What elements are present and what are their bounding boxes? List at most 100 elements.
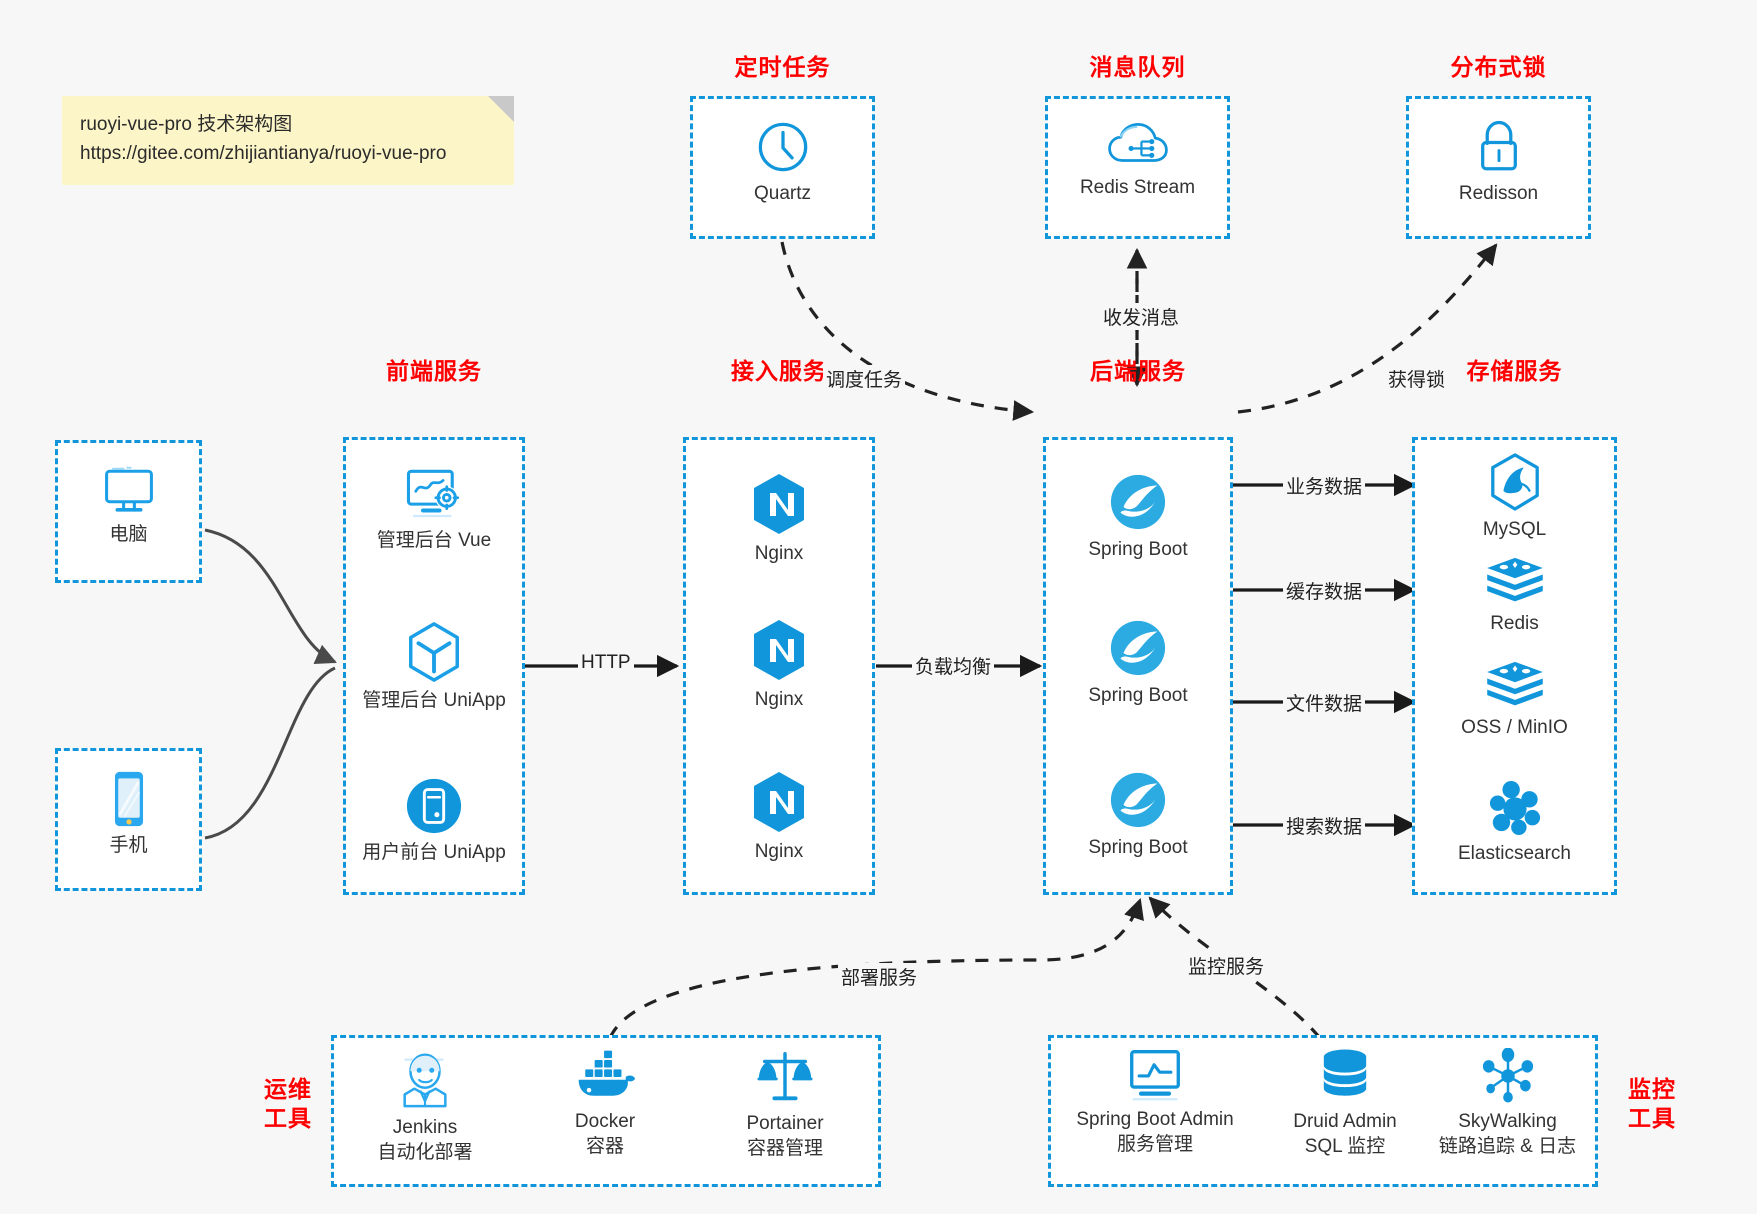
node-label: 管理后台 UniApp: [362, 690, 506, 711]
node-mysql[interactable]: MySQL: [1412, 452, 1617, 543]
node-label: Nginx: [754, 689, 804, 710]
group-box-lock: [1406, 96, 1591, 239]
note-title: ruoyi-vue-pro 技术架构图: [80, 114, 293, 135]
desktop-monitor-icon: [104, 466, 153, 512]
node-spring-boot-admin[interactable]: Spring Boot Admin 服务管理: [1055, 1048, 1255, 1157]
docker-icon: [578, 1050, 636, 1096]
edge-label-cache-data: 缓存数据: [1283, 577, 1366, 604]
node-label: Spring Boot: [1088, 837, 1188, 858]
node-label: 管理后台 Vue: [376, 530, 492, 551]
node-desc: 容器: [585, 1135, 624, 1157]
group-title-monitor: 监控 工具: [1622, 1075, 1682, 1133]
node-desc: SQL 监控: [1304, 1135, 1386, 1157]
nginx-icon: [754, 772, 804, 832]
node-label: Redis: [1490, 613, 1539, 634]
node-label: Spring Boot: [1088, 685, 1188, 706]
cloud-stream-icon: [1107, 122, 1168, 162]
edge-label-business-data: 业务数据: [1283, 472, 1366, 499]
node-docker[interactable]: Docker 容器: [525, 1048, 685, 1159]
node-admin-uniapp[interactable]: 管理后台 UniApp: [343, 621, 525, 714]
node-user-uniapp[interactable]: 用户前台 UniApp: [343, 777, 525, 866]
hexagon-cube-icon: [409, 622, 459, 682]
edge-label-acquire-lock: 获得锁: [1385, 365, 1449, 392]
group-box-scheduler: [690, 96, 875, 239]
node-client-mobile[interactable]: 手机: [55, 770, 202, 859]
node-spring-boot-3[interactable]: Spring Boot: [1043, 770, 1233, 861]
node-label: Nginx: [754, 543, 804, 564]
node-label: Spring Boot: [1088, 539, 1188, 560]
node-redis-stream[interactable]: Redis Stream: [1045, 120, 1230, 201]
redis-icon: [1486, 557, 1543, 602]
devops-title-line2: 工具: [264, 1104, 312, 1131]
node-redisson[interactable]: Redisson: [1406, 118, 1591, 207]
mysql-icon: [1490, 453, 1539, 511]
node-name: Druid Admin: [1293, 1111, 1397, 1132]
node-name: Spring Boot Admin: [1076, 1109, 1234, 1130]
elasticsearch-icon: [1489, 780, 1540, 836]
group-title-lock: 分布式锁: [1450, 54, 1547, 80]
node-desc: 链路追踪 & 日志: [1438, 1135, 1577, 1157]
node-spring-boot-2[interactable]: Spring Boot: [1043, 618, 1233, 709]
wire-backend-to-storage: [1232, 473, 1417, 837]
node-name: SkyWalking: [1458, 1111, 1557, 1132]
node-desc: 容器管理: [746, 1137, 823, 1159]
node-skywalking[interactable]: SkyWalking 链路追踪 & 日志: [1420, 1048, 1595, 1159]
node-nginx-3[interactable]: Nginx: [683, 770, 875, 865]
scales-icon: [757, 1052, 813, 1101]
edge-label-load-balance: 负载均衡: [912, 652, 995, 679]
node-label: 手机: [109, 835, 148, 856]
jenkins-icon: [403, 1053, 447, 1108]
node-label: Elasticsearch: [1458, 843, 1571, 864]
nginx-icon: [754, 474, 804, 534]
padlock-icon: [1480, 120, 1517, 171]
node-redis[interactable]: Redis: [1412, 556, 1617, 637]
edge-label-search-data: 搜索数据: [1283, 812, 1366, 839]
node-jenkins[interactable]: Jenkins 自动化部署: [345, 1048, 505, 1165]
node-admin-vue[interactable]: 管理后台 Vue: [343, 467, 525, 554]
node-nginx-2[interactable]: Nginx: [683, 618, 875, 713]
node-label: Nginx: [754, 841, 804, 862]
monitor-title-line2: 工具: [1628, 1104, 1676, 1131]
node-label: OSS / MinIO: [1461, 717, 1568, 738]
group-title-devops: 运维 工具: [258, 1075, 318, 1133]
dashboard-gear-icon: [406, 469, 460, 518]
node-name: Jenkins: [392, 1117, 458, 1138]
node-druid-admin[interactable]: Druid Admin SQL 监控: [1265, 1048, 1425, 1159]
node-label: Redis Stream: [1079, 177, 1196, 198]
node-spring-boot-1[interactable]: Spring Boot: [1043, 472, 1233, 563]
skywalking-icon: [1482, 1048, 1533, 1103]
node-label: 用户前台 UniApp: [362, 842, 506, 863]
sticky-note: ruoyi-vue-pro 技术架构图 https://gitee.com/zh…: [62, 96, 514, 185]
object-storage-icon: [1486, 661, 1543, 706]
node-label: Redisson: [1458, 183, 1539, 204]
group-title-mq: 消息队列: [1089, 54, 1186, 80]
node-portainer[interactable]: Portainer 容器管理: [705, 1048, 865, 1161]
group-box-mq: [1045, 96, 1230, 239]
edge-label-http: HTTP: [578, 652, 634, 674]
wire-quartz-to-backend: [780, 241, 1035, 421]
node-quartz[interactable]: Quartz: [690, 118, 875, 207]
spring-boot-icon: [1110, 474, 1166, 530]
wire-clients-to-frontend: [204, 528, 337, 840]
node-name: Docker: [574, 1111, 636, 1132]
database-stack-icon: [1323, 1049, 1367, 1096]
edge-label-deploy-service: 部署服务: [838, 963, 921, 990]
node-oss-minio[interactable]: OSS / MinIO: [1412, 660, 1617, 741]
note-fold-corner: [488, 96, 514, 122]
node-nginx-1[interactable]: Nginx: [683, 472, 875, 567]
node-desc: 服务管理: [1116, 1133, 1193, 1155]
edge-label-file-data: 文件数据: [1283, 689, 1366, 716]
smartphone-icon: [114, 771, 143, 827]
wire-backend-to-redisson: [1237, 243, 1498, 414]
node-label: 电脑: [109, 524, 148, 545]
group-title-frontend: 前端服务: [386, 358, 482, 384]
monitor-title-line1: 监控: [1628, 1076, 1676, 1102]
node-client-pc[interactable]: 电脑: [55, 465, 202, 548]
spring-boot-icon: [1110, 620, 1166, 676]
group-title-scheduler: 定时任务: [734, 54, 831, 80]
node-elasticsearch[interactable]: Elasticsearch: [1412, 780, 1617, 867]
monitor-chart-icon: [1130, 1050, 1180, 1101]
node-desc: 自动化部署: [377, 1141, 473, 1163]
edge-label-send-receive-msg: 收发消息: [1100, 303, 1183, 330]
group-title-backend: 后端服务: [1090, 358, 1186, 384]
